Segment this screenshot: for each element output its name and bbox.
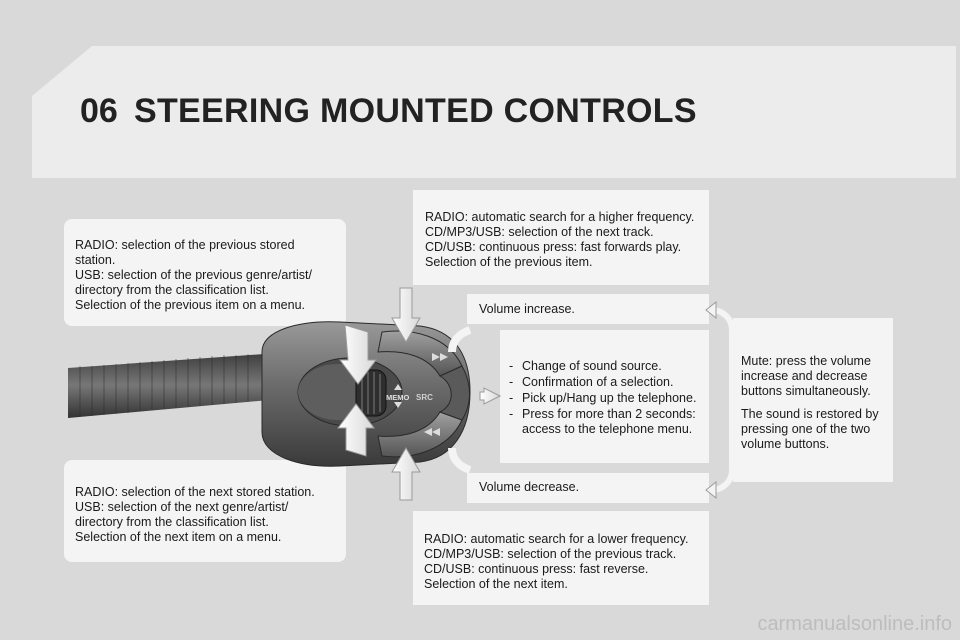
- memo-up-icon: [394, 384, 402, 390]
- arrow-higher-frequency: [391, 287, 421, 343]
- arrow-next-stored: [337, 403, 375, 457]
- volume-increase-curve: [448, 326, 472, 353]
- callout-source-button: Change of sound source. Confirmation of …: [500, 330, 709, 463]
- src-label: SRC: [416, 393, 433, 402]
- callout-volume-decrease: Volume decrease.: [467, 473, 709, 503]
- source-button: [438, 365, 470, 421]
- callout-line: USB: selection of the next genre/artist/: [75, 500, 289, 514]
- callout-line: USB: selection of the previous genre/art…: [75, 268, 312, 282]
- callout-list-item: Press for more than 2 seconds: access to…: [506, 407, 706, 437]
- callout-line: Volume increase.: [479, 302, 575, 316]
- callout-line: RADIO: selection of the next stored stat…: [75, 485, 315, 499]
- callout-line: Volume decrease.: [479, 480, 580, 494]
- arrow-source: [479, 387, 502, 405]
- callout-line: RADIO: automatic search for a lower freq…: [424, 532, 689, 546]
- callout-line: CD/USB: continuous press: fast reverse.: [424, 562, 649, 576]
- page-title: STEERING MOUNTED CONTROLS: [134, 92, 697, 130]
- callout-higher-frequency: RADIO: automatic search for a higher fre…: [413, 190, 709, 285]
- callout-line: CD/MP3/USB: selection of the next track.: [425, 225, 654, 239]
- callout-volume-increase: Volume increase.: [467, 294, 709, 324]
- callout-next-stored: RADIO: selection of the next stored stat…: [64, 460, 346, 562]
- callout-list-item: Confirmation of a selection.: [506, 375, 706, 390]
- arrow-previous-stored: [339, 324, 377, 385]
- callout-line: CD/MP3/USB: selection of the previous tr…: [424, 547, 677, 561]
- callout-paragraph: Mute: press the volume increase and decr…: [741, 354, 871, 398]
- callout-line: Selection of the previous item.: [425, 255, 593, 269]
- memo-pad: [297, 357, 403, 427]
- rewind-icon: [424, 428, 440, 436]
- callout-line: RADIO: selection of the previous stored: [75, 238, 295, 252]
- arrow-lower-frequency: [391, 447, 421, 501]
- memo-label: MEMO: [386, 393, 409, 402]
- callout-previous-stored: RADIO: selection of the previous stored …: [64, 219, 346, 326]
- header-band: [32, 46, 956, 178]
- callout-line: Selection of the next item on a menu.: [75, 530, 282, 544]
- chapter-number: 06: [80, 92, 118, 130]
- volume-decrease-curve: [448, 447, 472, 474]
- control-stalk: [68, 352, 292, 418]
- memo-down-icon: [394, 402, 402, 408]
- callout-line: directory from the classification list.: [75, 515, 269, 529]
- callout-line: station.: [75, 253, 116, 267]
- mute-bracket: [711, 307, 735, 493]
- callout-line: RADIO: automatic search for a higher fre…: [425, 210, 695, 224]
- control-body: [261, 321, 471, 467]
- callout-line: Selection of the previous item on a menu…: [75, 298, 305, 312]
- watermark: carmanualsonline.info: [757, 613, 952, 635]
- fast-forward-icon: [432, 353, 448, 361]
- next-track-button: [377, 330, 463, 377]
- callout-mute: Mute: press the volume increase and decr…: [733, 318, 893, 482]
- callout-line: CD/USB: continuous press: fast forwards …: [425, 240, 682, 254]
- callout-paragraph: The sound is restored by pressing one of…: [741, 407, 879, 451]
- callout-list-item: Change of sound source.: [506, 359, 706, 374]
- callout-lower-frequency: RADIO: automatic search for a lower freq…: [413, 511, 709, 605]
- memo-thumbwheel: [355, 369, 387, 417]
- callout-line: Selection of the next item.: [424, 577, 568, 591]
- previous-track-button: [377, 411, 463, 458]
- callout-list-item: Pick up/Hang up the telephone.: [506, 391, 706, 406]
- callout-line: directory from the classification list.: [75, 283, 269, 297]
